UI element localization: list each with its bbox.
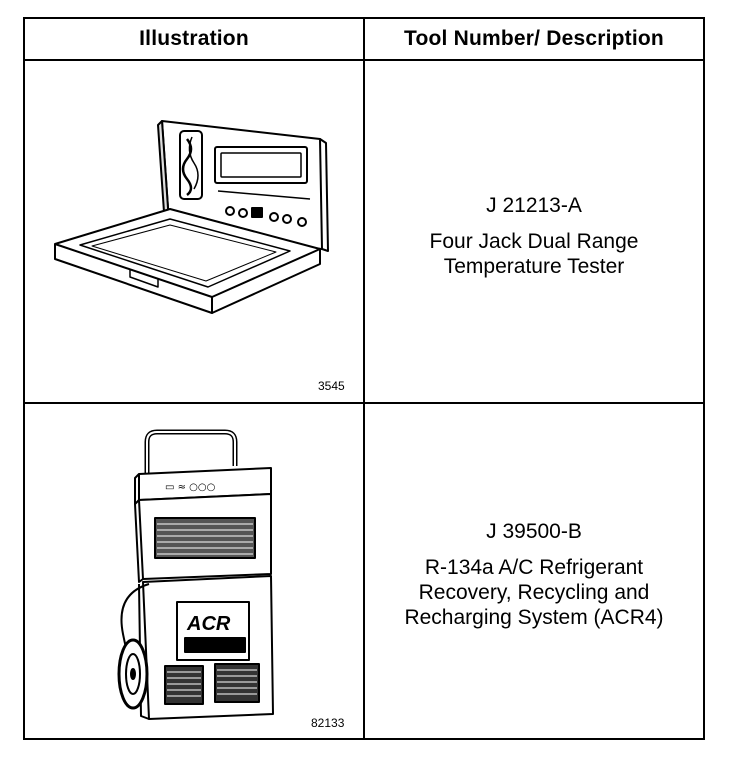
header-divider [25, 59, 703, 61]
tool-number: J 21213-A [486, 194, 582, 217]
tool-table: Illustration Tool Number/ Description [23, 17, 705, 740]
tool-description-2: J 39500-B R-134a A/C Refrigerant Recover… [365, 519, 703, 630]
acr-logo: ACR [186, 613, 231, 635]
description-line: Temperature Tester [443, 255, 625, 278]
refrigerant-recovery-cart-icon: ▭ ≈ ○○○ ACR [117, 429, 274, 720]
row-divider [25, 402, 703, 404]
header-illustration: Illustration [139, 27, 249, 50]
description-line: Recovery, Recycling and [418, 581, 650, 604]
description-line: Four Jack Dual Range [429, 230, 639, 253]
description-line: Recharging System (ACR4) [404, 606, 664, 629]
header-tool-description: Tool Number/ Description [404, 27, 664, 50]
svg-text:▭ ≈ ○○○: ▭ ≈ ○○○ [165, 482, 215, 493]
column-divider [363, 19, 365, 738]
temperature-tester-case-icon [54, 120, 329, 314]
tool-number: J 39500-B [486, 520, 582, 543]
description-line: R-134a A/C Refrigerant [424, 556, 644, 579]
tool-description-1: J 21213-A Four Jack Dual Range Temperatu… [365, 193, 703, 279]
figure-number: 82133 [311, 716, 345, 730]
figure-number: 3545 [318, 379, 345, 393]
